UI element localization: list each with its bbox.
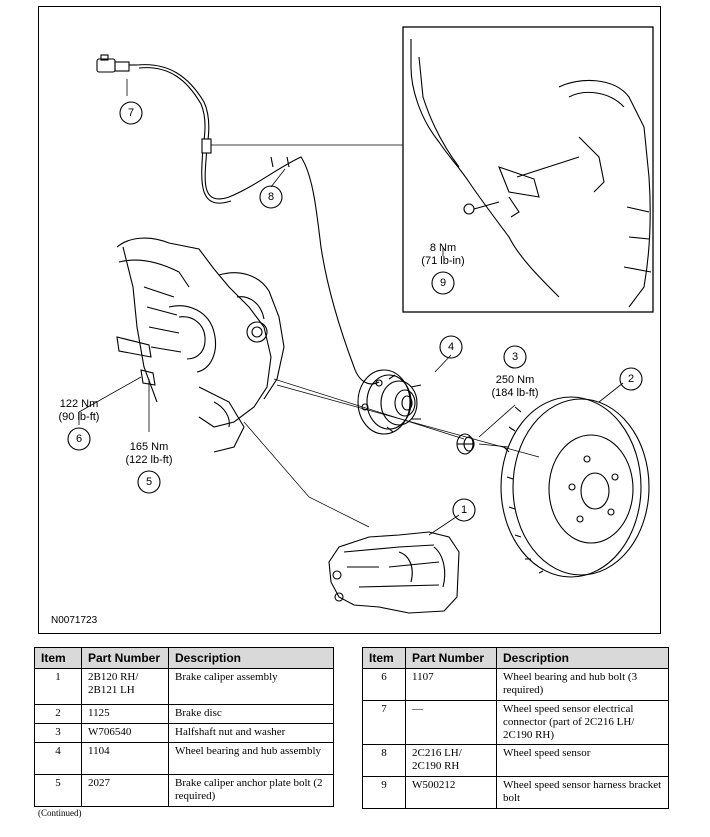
cell-item: 4 [34, 742, 82, 775]
header-description: Description [496, 647, 669, 669]
callout-9-number: 9 [440, 277, 446, 289]
figure-code: N0071723 [51, 615, 98, 626]
cell-part-number: 2B120 RH/ 2B121 LH [81, 668, 169, 705]
inset-knuckle-drawing [410, 39, 652, 308]
cell-part-number: 2027 [81, 774, 169, 807]
table-row: 1 2B120 RH/ 2B121 LH Brake caliper assem… [34, 668, 334, 705]
exploded-view-diagram: 7 8 9 4 3 2 1 6 5 250 Nm (184 lb-ft) 122… [38, 6, 661, 634]
callout-1-number: 1 [461, 504, 467, 516]
cell-item: 9 [362, 776, 406, 809]
table-row: 9 W500212 Wheel speed sensor harness bra… [362, 776, 669, 809]
table-row: 6 1107 Wheel bearing and hub bolt (3 req… [362, 668, 669, 701]
cell-part-number: 1104 [81, 742, 169, 775]
cell-part-number: — [405, 700, 497, 745]
cell-item: 3 [34, 723, 82, 743]
table-header-row: Item Part Number Description [362, 647, 669, 669]
callout-5-circle [137, 470, 161, 494]
cell-description: Brake caliper anchor plate bolt (2 requi… [168, 774, 334, 807]
table-header-row: Item Part Number Description [34, 647, 334, 669]
callout-7-circle [119, 101, 143, 125]
steering-knuckle-drawing [116, 237, 285, 453]
sensor-connector-drawing [96, 54, 137, 73]
cell-part-number: 2C216 LH/ 2C190 RH [405, 744, 497, 777]
header-item: Item [362, 647, 406, 669]
table-row: 4 1104 Wheel bearing and hub assembly [34, 742, 334, 775]
table-row: 2 1125 Brake disc [34, 704, 334, 724]
cell-item: 6 [362, 668, 406, 701]
cell-description: Brake disc [168, 704, 334, 724]
sensor-harness-wire [136, 64, 380, 385]
callout-8-circle [259, 185, 283, 209]
torque-6-nm: 122 Nm [60, 398, 99, 410]
cell-description: Wheel speed sensor electrical connector … [496, 700, 669, 745]
parts-table-right: Item Part Number Description 6 1107 Whee… [362, 647, 669, 809]
header-item: Item [34, 647, 82, 669]
callout-7-number: 7 [128, 107, 134, 119]
table-row: 3 W706540 Halfshaft nut and washer [34, 723, 334, 743]
callout-3-number: 3 [512, 351, 518, 363]
callout-3-circle [503, 345, 527, 369]
cell-part-number: W500212 [405, 776, 497, 809]
detail-inset-frame [402, 26, 654, 313]
cell-part-number: W706540 [81, 723, 169, 743]
torque-9-nm: 8 Nm [430, 242, 456, 254]
header-part-number: Part Number [405, 647, 497, 669]
parts-table-left: Item Part Number Description 1 2B120 RH/… [34, 647, 334, 807]
header-description: Description [168, 647, 334, 669]
brake-caliper-drawing [328, 531, 460, 614]
header-part-number: Part Number [81, 647, 169, 669]
callout-6-number: 6 [76, 433, 82, 445]
table-row: 7 — Wheel speed sensor electrical connec… [362, 700, 669, 745]
cell-description: Halfshaft nut and washer [168, 723, 334, 743]
torque-5-nm: 165 Nm [130, 441, 169, 453]
cell-description: Brake caliper assembly [168, 668, 334, 705]
cell-description: Wheel speed sensor [496, 744, 669, 777]
cell-item: 1 [34, 668, 82, 705]
cell-description: Wheel bearing and hub bolt (3 required) [496, 668, 669, 701]
table-row: 5 2027 Brake caliper anchor plate bolt (… [34, 774, 334, 807]
cell-description: Wheel bearing and hub assembly [168, 742, 334, 775]
brake-disc-drawing [500, 396, 650, 578]
halfshaft-nut-drawing [456, 433, 475, 455]
callout-1-circle [452, 498, 476, 522]
torque-5-lbft: (122 lb-ft) [125, 454, 172, 466]
callout-5-number: 5 [146, 476, 152, 488]
torque-3-nm: 250 Nm [496, 374, 535, 386]
cell-description: Wheel speed sensor harness bracket bolt [496, 776, 669, 809]
cell-part-number: 1107 [405, 668, 497, 701]
cell-part-number: 1125 [81, 704, 169, 724]
diagram-canvas: 7 8 9 4 3 2 1 6 5 250 Nm (184 lb-ft) 122… [51, 26, 654, 626]
cell-item: 8 [362, 744, 406, 777]
torque-9-lbin: (71 lb-in) [421, 255, 464, 267]
callout-9-circle [431, 271, 455, 295]
callout-8-number: 8 [268, 191, 274, 203]
cell-item: 2 [34, 704, 82, 724]
hub-assembly-drawing [357, 369, 422, 435]
callout-4-circle [439, 335, 463, 359]
torque-3-lbft: (184 lb-ft) [491, 387, 538, 399]
table-row: 8 2C216 LH/ 2C190 RH Wheel speed sensor [362, 744, 669, 777]
callout-6-circle [67, 427, 91, 451]
callout-4-number: 4 [448, 341, 454, 353]
torque-6-lbft: (90 lb-ft) [59, 411, 100, 423]
continued-note: (Continued) [38, 808, 82, 818]
cell-item: 5 [34, 774, 82, 807]
cell-item: 7 [362, 700, 406, 745]
callout-2-number: 2 [628, 373, 634, 385]
callout-2-circle [619, 367, 643, 391]
